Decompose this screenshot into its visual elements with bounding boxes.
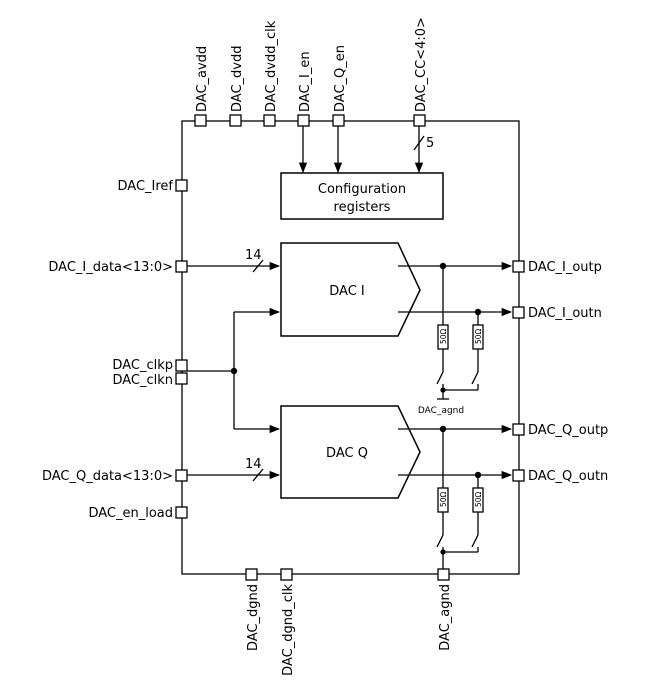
switch-q-outp: [436, 534, 444, 548]
label-dac-cc: DAC_CC<4:0>: [414, 17, 429, 112]
resistor-q-outn-label: 50Ω: [474, 491, 483, 507]
label-dac-clkp: DAC_clkp: [112, 358, 173, 373]
pin-dac-clkn[interactable]: [175, 372, 188, 385]
label-dac-dgnd: DAC_dgnd: [246, 584, 261, 651]
label-dac-i-outp: DAC_I_outp: [528, 260, 602, 275]
label-dac-q-outn: DAC_Q_outn: [528, 469, 608, 484]
pin-dac-agnd[interactable]: [437, 568, 450, 581]
config-label-line1: Configuration: [318, 182, 406, 197]
pin-dac-en-load[interactable]: [175, 506, 188, 519]
label-dac-clkn: DAC_clkn: [112, 373, 173, 388]
pin-dac-i-outn[interactable]: [512, 306, 525, 319]
label-dac-q-data: DAC_Q_data<13:0>: [42, 469, 173, 484]
pin-dac-dvdd-clk[interactable]: [263, 114, 276, 127]
switch-i-outn: [471, 371, 479, 385]
resistor-i-outn-label: 50Ω: [474, 328, 483, 344]
resistor-i-outp-label: 50Ω: [439, 328, 448, 344]
config-label-line2: registers: [334, 200, 391, 215]
pin-dac-iref[interactable]: [175, 179, 188, 192]
resistor-q-outp-label: 50Ω: [439, 491, 448, 507]
pin-dac-dgnd-clk[interactable]: [280, 568, 293, 581]
label-dac-i-outn: DAC_I_outn: [528, 306, 602, 321]
switch-q-outn: [471, 534, 479, 548]
pin-dac-dvdd[interactable]: [229, 114, 242, 127]
label-dac-avdd: DAC_avdd: [195, 46, 210, 112]
junction-q-gnd: [440, 549, 446, 555]
pin-dac-q-outp[interactable]: [512, 423, 525, 436]
label-dac-en-load: DAC_en_load: [88, 506, 173, 521]
dac-i-block: [280, 242, 421, 337]
pin-dac-q-outn[interactable]: [512, 469, 525, 482]
pin-dac-avdd[interactable]: [194, 114, 207, 127]
pin-dac-q-en[interactable]: [332, 114, 345, 127]
config-registers-block: [280, 172, 444, 220]
dac-q-label: DAC Q: [326, 446, 368, 461]
pin-dac-dgnd[interactable]: [245, 568, 258, 581]
bus-slash-q-data: [252, 468, 264, 482]
chip-outline: [181, 120, 520, 575]
bus-width-q-data: 14: [245, 457, 262, 472]
pin-dac-i-outp[interactable]: [512, 260, 525, 273]
label-dac-iref: DAC_Iref: [118, 179, 174, 194]
pin-dac-clkp[interactable]: [175, 359, 188, 372]
label-dac-i-en: DAC_I_en: [298, 51, 313, 112]
left-pins: DAC_Iref DAC_I_data<13:0> DAC_clkp DAC_c…: [42, 179, 188, 521]
label-dac-dvdd: DAC_dvdd: [230, 46, 245, 112]
bus-slash-cc: [413, 135, 425, 151]
switch-i-outp: [436, 371, 444, 385]
pin-dac-q-data[interactable]: [175, 469, 188, 482]
bus-width-cc: 5: [426, 136, 434, 151]
label-dac-agnd: DAC_agnd: [438, 584, 453, 651]
top-pins: DAC_avdd DAC_dvdd DAC_dvdd_clk DAC_I_en …: [194, 17, 429, 127]
dac-i-label: DAC I: [329, 284, 365, 299]
gnd-label-agnd: DAC_agnd: [418, 406, 464, 416]
bus-width-i-data: 14: [245, 248, 262, 263]
label-dac-dgnd-clk: DAC_dgnd_clk: [281, 584, 296, 676]
label-dac-dvdd-clk: DAC_dvdd_clk: [264, 20, 279, 112]
label-dac-i-data: DAC_I_data<13:0>: [48, 260, 173, 275]
pin-dac-i-data[interactable]: [175, 260, 188, 273]
label-dac-q-outp: DAC_Q_outp: [528, 423, 608, 438]
bus-slash-i-data: [252, 259, 264, 273]
bottom-pins: DAC_dgnd DAC_dgnd_clk DAC_agnd: [245, 568, 453, 676]
pin-dac-cc[interactable]: [413, 114, 426, 127]
pin-dac-i-en[interactable]: [297, 114, 310, 127]
label-dac-q-en: DAC_Q_en: [333, 45, 348, 112]
right-pins: DAC_I_outp DAC_I_outn DAC_Q_outp DAC_Q_o…: [512, 260, 608, 484]
